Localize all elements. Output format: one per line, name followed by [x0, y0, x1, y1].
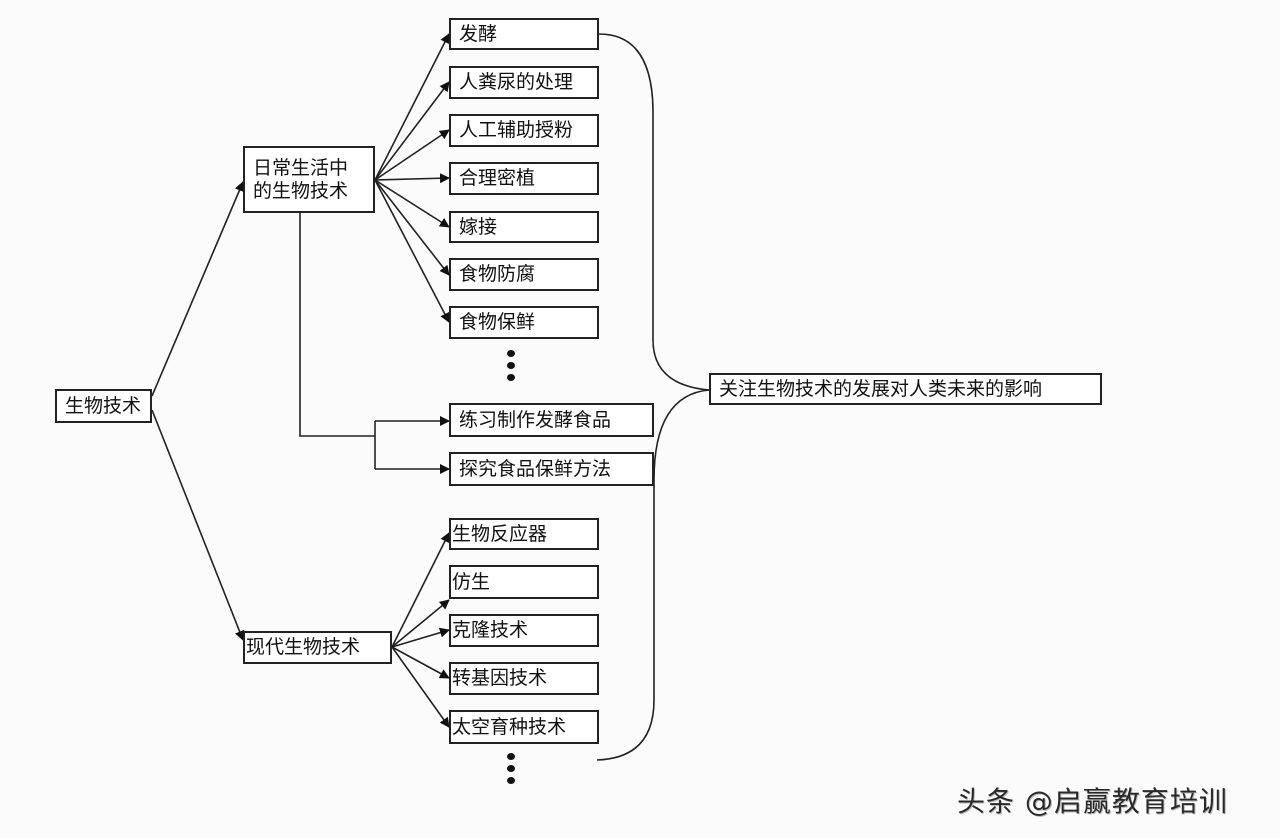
leaf-node: 合理密植 [449, 162, 599, 195]
watermark: 头条 @启赢教育培训 [957, 785, 1228, 818]
root-label: 生物技术 [65, 394, 142, 417]
leaf-node: 发酵 [449, 18, 599, 50]
leaf-label: 人粪尿的处理 [459, 71, 574, 94]
summary-label: 关注生物技术的发展对人类未来的影响 [719, 377, 1043, 400]
activity-node: 探究食品保鲜方法 [449, 452, 654, 486]
root-node: 生物技术 [55, 389, 152, 423]
activity-label: 探究食品保鲜方法 [459, 457, 612, 480]
more-ellipsis-modern [507, 753, 517, 789]
branch-node-daily: 日常生活中 的生物技术 [243, 146, 375, 213]
brace-upper [598, 33, 710, 391]
branch-daily-label-line-2: 的生物技术 [253, 179, 349, 202]
arrow-daily-to-leaf [374, 179, 450, 323]
branch-modern-label: 现代生物技术 [246, 636, 361, 659]
leaf-node: 人粪尿的处理 [449, 66, 599, 99]
arrow-daily-to-leaf [374, 179, 450, 276]
leaf-label: 克隆技术 [452, 619, 529, 642]
leaf-node: 克隆技术 [449, 614, 599, 647]
arrow-modern-to-leaf [391, 627, 450, 648]
leaf-label: 转基因技术 [452, 667, 548, 690]
leaf-label: 太空育种技术 [452, 715, 567, 738]
leaf-label: 合理密植 [459, 167, 536, 190]
arrow-daily-to-leaf [374, 173, 450, 184]
brace-lower [596, 480, 655, 761]
activity-node: 练习制作发酵食品 [449, 403, 654, 437]
leaf-node: 转基因技术 [449, 662, 599, 695]
leaf-node: 食物防腐 [449, 258, 599, 291]
summary-node: 关注生物技术的发展对人类未来的影响 [709, 373, 1102, 405]
arrow-root-to-modern [151, 409, 245, 641]
leaf-node: 太空育种技术 [449, 710, 599, 744]
leaf-node: 食物保鲜 [449, 306, 599, 339]
arrow-daily-to-leaf [374, 33, 450, 181]
arrow-modern-to-leaf [391, 532, 450, 648]
arrow-modern-to-leaf [391, 646, 450, 728]
leaf-label: 人工辅助授粉 [459, 119, 574, 142]
leaf-node: 人工辅助授粉 [449, 114, 599, 147]
leaf-label: 生物反应器 [452, 522, 548, 545]
leaf-label: 食物防腐 [459, 263, 536, 286]
arrow-modern-to-leaf [391, 599, 450, 648]
leaf-node: 仿生 [449, 565, 599, 599]
arrow-daily-to-leaf [374, 179, 450, 228]
branch-node-modern: 现代生物技术 [243, 631, 392, 664]
branch-daily-label-line-1: 日常生活中 [253, 156, 349, 179]
leaf-label: 食物保鲜 [459, 311, 536, 334]
arrow-root-to-daily [151, 181, 245, 397]
brace-middle [653, 389, 710, 481]
leaf-label: 仿生 [452, 570, 491, 593]
arrow-daily-to-leaf [374, 129, 450, 181]
arrow-modern-to-leaf [391, 646, 450, 679]
connector-daily-to-activities [299, 213, 375, 437]
leaf-label: 嫁接 [459, 215, 498, 238]
leaf-label: 发酵 [459, 22, 498, 45]
more-ellipsis-daily [507, 350, 517, 386]
leaf-node: 生物反应器 [449, 518, 599, 550]
activity-label: 练习制作发酵食品 [459, 408, 612, 431]
arrow-daily-to-leaf [374, 81, 450, 181]
leaf-node: 嫁接 [449, 211, 599, 243]
